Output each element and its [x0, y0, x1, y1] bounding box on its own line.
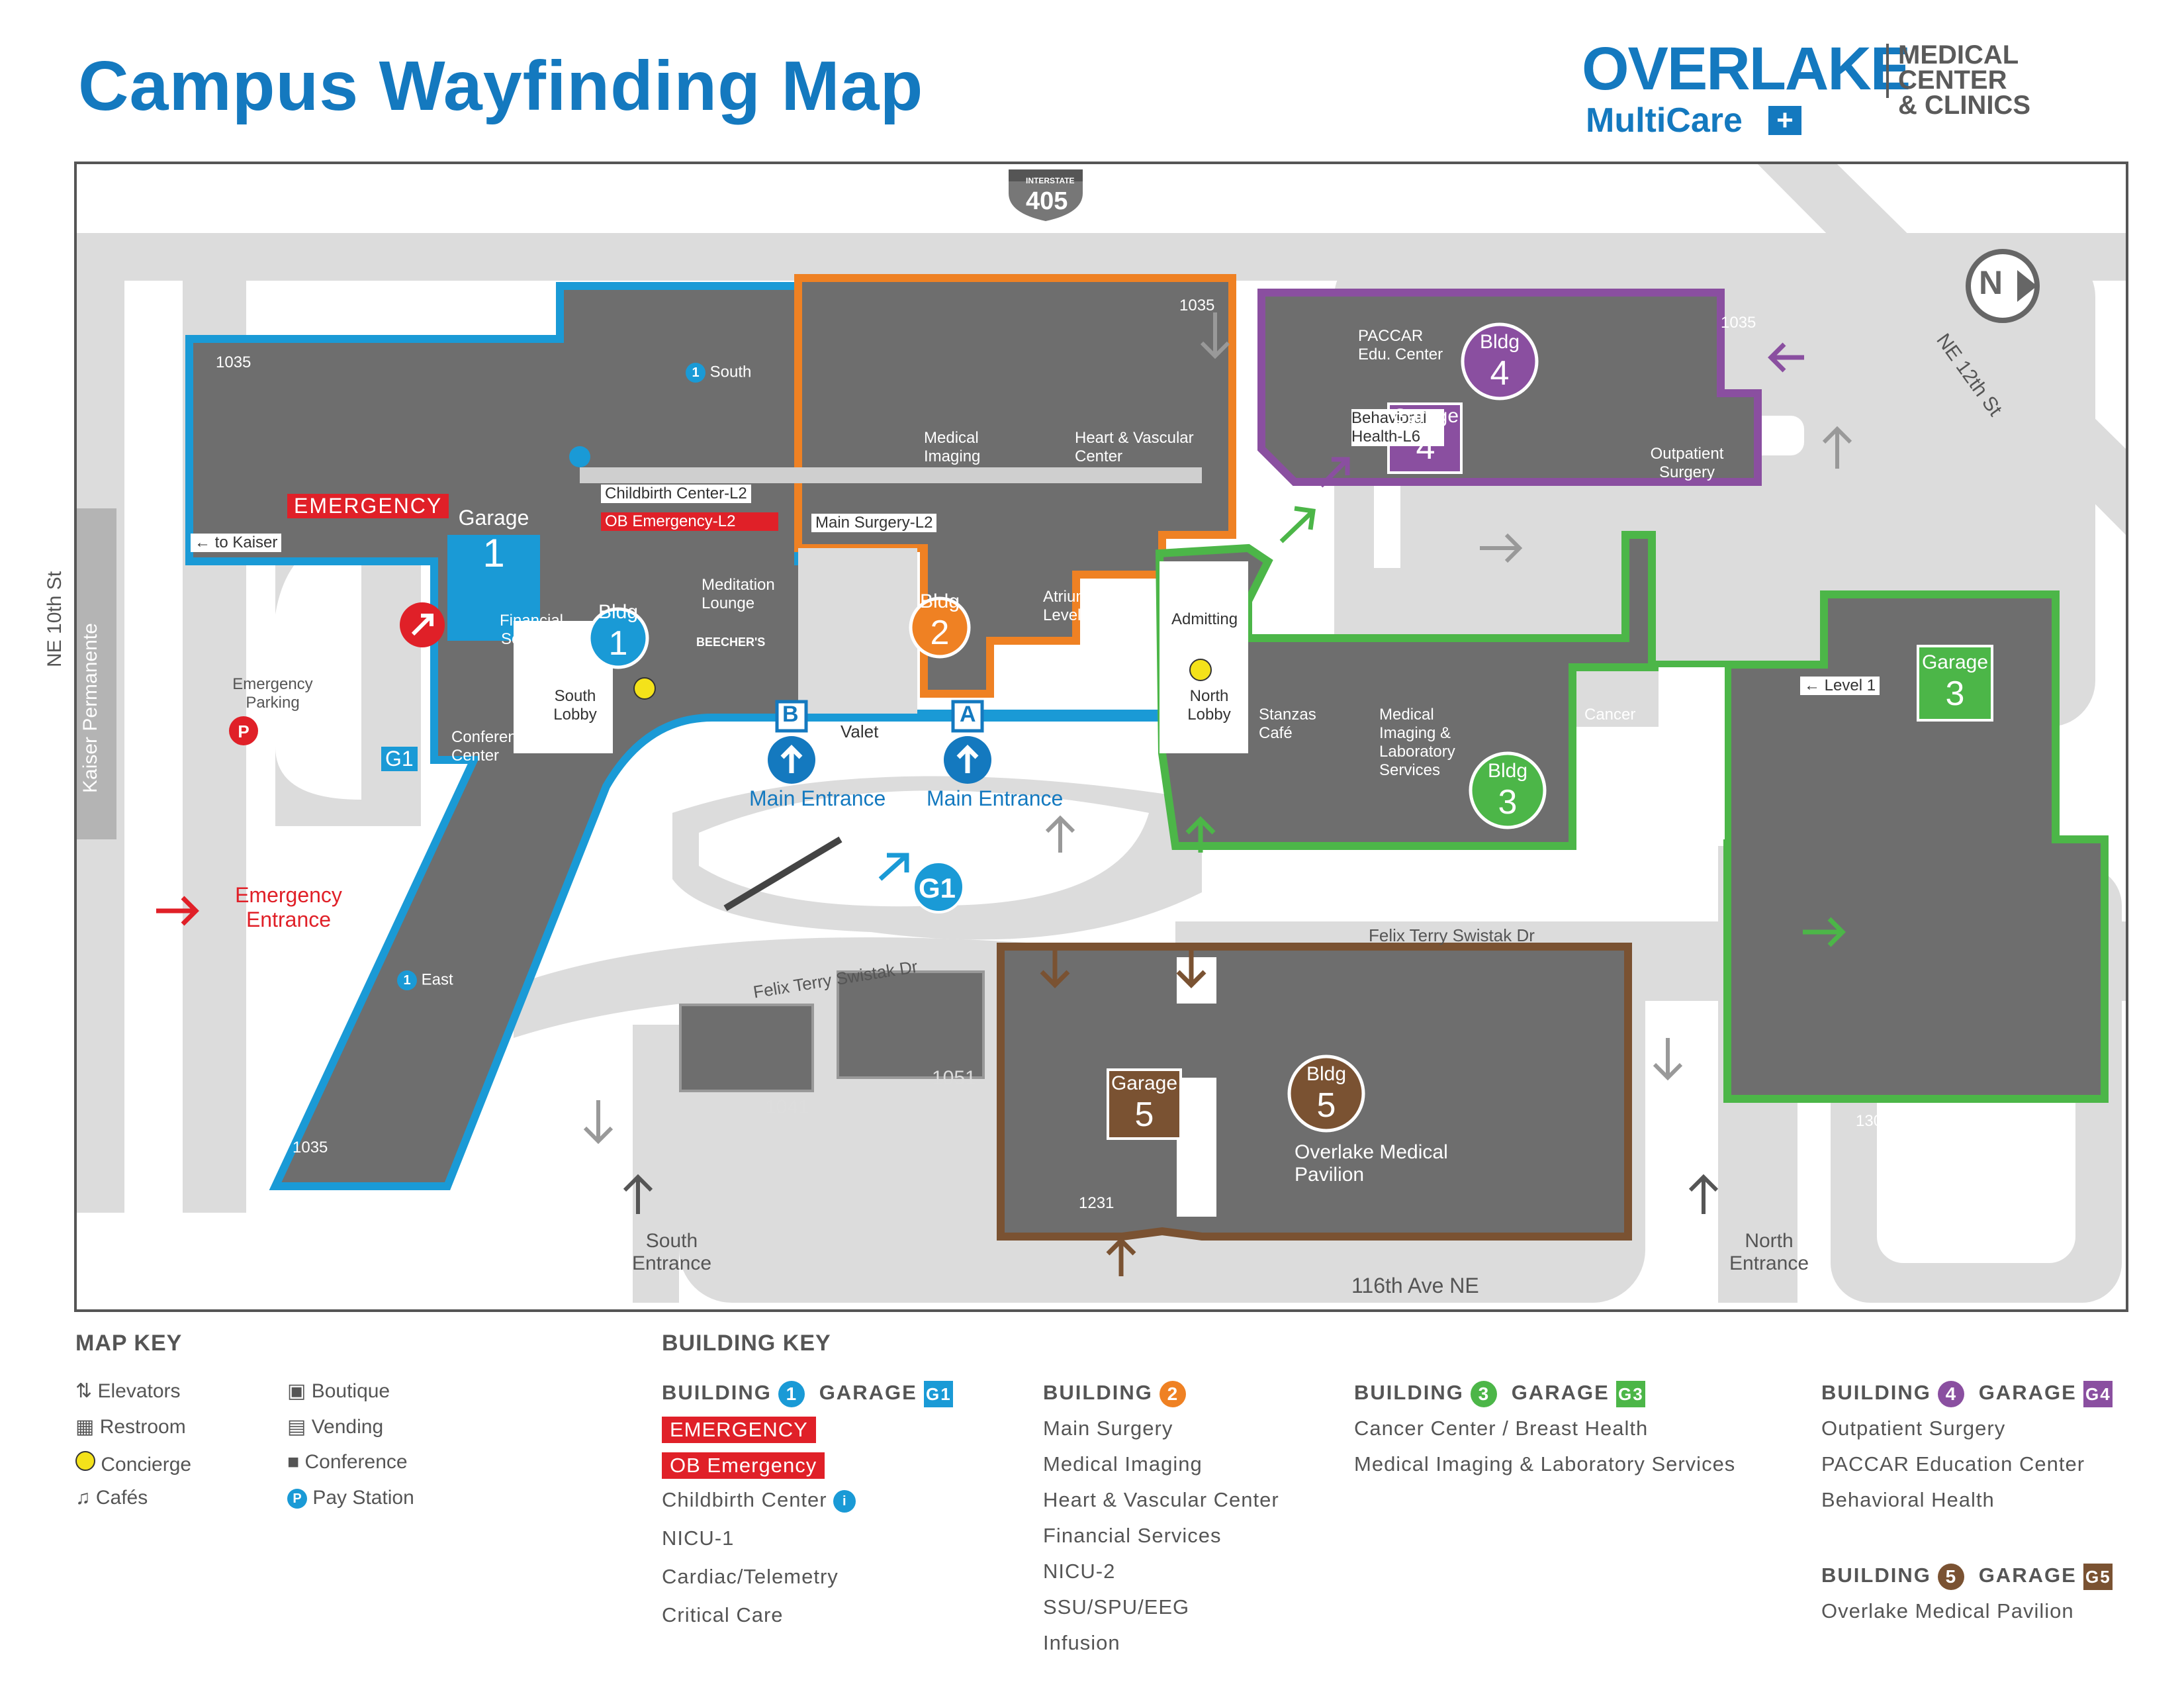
map-key-col1: ⇅ Elevators ▦ Restroom Concierge ♫ Cafés	[75, 1380, 191, 1523]
overlake-logo: OVERLAKE MEDICAL CENTER& CLINICS MultiCa…	[1582, 35, 2030, 140]
building-key-b1: BUILDING 1 GARAGE G1 EMERGENCY OB Emerge…	[662, 1381, 954, 1642]
building-key-heading: BUILDING KEY	[662, 1331, 831, 1356]
stanzas-cafe-label: Stanzas Café	[1259, 706, 1316, 742]
bldg-number-1041: 1041	[765, 1096, 809, 1118]
building-key-b4: BUILDING 4 GARAGE G4 Outpatient Surgery …	[1821, 1381, 2113, 1524]
building-1-south-elevator: 1 South	[686, 363, 751, 383]
emergency-parking-label: Emergency Parking	[232, 675, 313, 712]
entrance-b-sign: B	[782, 702, 799, 727]
beechers-label: BEECHER'S	[696, 635, 766, 649]
key-ob-emergency: OB Emergency	[662, 1452, 825, 1479]
building-key-b5: BUILDING 5 GARAGE G5 Overlake Medical Pa…	[1821, 1564, 2113, 1635]
map-key-boutique: ▣ Boutique	[287, 1380, 390, 1402]
main-surgery-label[interactable]: Main Surgery-L2	[811, 514, 937, 532]
key-emergency: EMERGENCY	[662, 1417, 816, 1443]
north-lobby-label: North Lobby	[1187, 687, 1231, 724]
emergency-entrance-label[interactable]: Emergency Entrance	[235, 883, 342, 931]
north-arrow-icon	[1966, 249, 2040, 323]
bldg4-number-1035: 1035	[1721, 314, 1756, 332]
building-key-b2: BUILDING 2 Main Surgery Medical Imaging …	[1043, 1381, 1279, 1654]
main-entrance-b-label[interactable]: Main Entrance	[749, 786, 886, 810]
116th-ave-label: 116th Ave NE	[1351, 1274, 1479, 1297]
building-1-east-elevator: 1 East	[397, 970, 453, 990]
map-key-vending: ▤ Vending	[287, 1416, 384, 1438]
south-entrance-label[interactable]: South Entrance	[631, 1230, 712, 1274]
interstate-405-label: 405	[1026, 187, 1068, 215]
meditation-lounge-label: Meditation Lounge	[702, 576, 775, 612]
south-lobby-label: South Lobby	[553, 687, 597, 724]
interstate-small-label: INTERSTATE	[1026, 176, 1075, 185]
bldg3-number-1135: 1135	[1600, 857, 1635, 874]
childbirth-center-label[interactable]: Childbirth Center-L2	[601, 485, 751, 503]
bldg1-number-1035: 1035	[216, 353, 251, 371]
interstate-405-icon	[1009, 169, 1083, 221]
campus-map[interactable]: 1 South 1035 1035 1035 1035 1135 1305 12…	[44, 162, 2128, 1312]
north-label: N	[1979, 264, 2003, 301]
atrium-cafe-label: Atrium Café Level B	[1043, 588, 1127, 624]
imaging-lab-services-label: Medical Imaging & Laboratory Services	[1379, 706, 1455, 779]
north-entrance-label[interactable]: North Entrance	[1729, 1230, 1809, 1274]
page-title: Campus Wayfinding Map	[78, 47, 924, 125]
building-key-b3: BUILDING 3 GARAGE G3 Cancer Center / Bre…	[1354, 1381, 1736, 1476]
emergency-label[interactable]: EMERGENCY	[287, 494, 449, 518]
parking-icon: P	[238, 722, 250, 741]
bldg2-number-1035: 1035	[1179, 297, 1215, 314]
map-key-col2: ▣ Boutique ▤ Vending ■ Conference P Pay …	[287, 1380, 414, 1523]
emergency-entrance-arrow-icon	[156, 896, 199, 926]
felix-dr-label-2: Felix Terry Swistak Dr	[1369, 925, 1535, 945]
outpatient-surgery-label: Outpatient Surgery	[1650, 445, 1724, 481]
financial-services-label: Financial Services	[499, 612, 564, 648]
main-entrance-b-arrow-icon	[768, 736, 815, 784]
medical-imaging-label: Medical Imaging	[924, 429, 981, 465]
map-key-conference: ■ Conference	[287, 1451, 408, 1473]
conference-center-label: Conference Center	[451, 728, 534, 765]
valet-label: Valet	[841, 722, 879, 741]
map-key-elevators: ⇅ Elevators	[75, 1380, 181, 1402]
ne-10th-st-label: NE 10th St	[44, 571, 66, 667]
entrance-a-sign: A	[960, 702, 976, 727]
g1-sign: G1	[381, 747, 418, 771]
building-2-outline[interactable]	[794, 274, 1236, 698]
cancer-center-label: Cancer Center Breast Health	[1584, 706, 1636, 779]
bldg5-number-1231: 1231	[1079, 1194, 1115, 1212]
level-1-label[interactable]: ← Level 1	[1800, 677, 1880, 695]
ob-emergency-label[interactable]: OB Emergency-L2	[601, 512, 778, 531]
map-key-heading: MAP KEY	[75, 1331, 183, 1356]
main-entrance-a-label[interactable]: Main Entrance	[927, 786, 1064, 810]
map-key-restroom: ▦ Restroom	[75, 1416, 186, 1438]
map-key-pay-station: P Pay Station	[287, 1487, 414, 1523]
g1-circle-label: G1	[919, 872, 956, 904]
paccar-label: PACCAR Edu. Center	[1358, 327, 1443, 363]
heart-vascular-label: Heart & Vascular Center	[1075, 429, 1194, 465]
bldg-number-1051: 1051	[932, 1067, 976, 1089]
behavioral-health-label[interactable]: Behavioral Health-L6	[1351, 409, 1444, 446]
bldg1-east-number-1035: 1035	[293, 1139, 328, 1156]
overlake-medical-pavilion-label: Overlake Medical Pavilion	[1295, 1141, 1448, 1186]
admitting-label: Admitting	[1171, 610, 1238, 628]
main-entrance-a-arrow-icon	[944, 736, 991, 784]
map-key-concierge: Concierge	[75, 1451, 191, 1487]
bldg-number-1305: 1305	[1856, 1112, 1891, 1130]
kaiser-label: Kaiser Permanente	[79, 623, 101, 793]
map-key-cafes: ♫ Cafés	[75, 1487, 148, 1509]
to-kaiser-label[interactable]: ← to Kaiser	[191, 534, 282, 552]
